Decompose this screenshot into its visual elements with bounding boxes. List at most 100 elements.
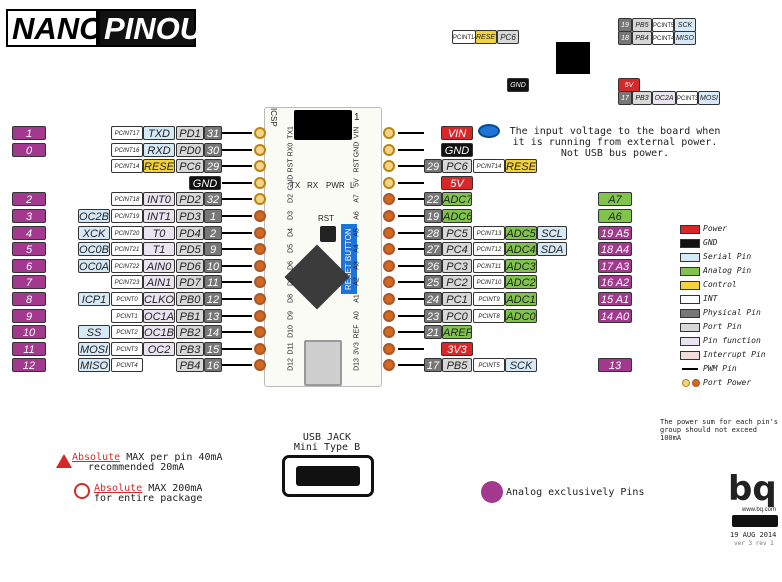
pin-function: OC0A xyxy=(78,258,110,273)
pin-function: MISO xyxy=(78,358,110,373)
physical-pin: 17 xyxy=(424,358,442,373)
legend-label: Power xyxy=(703,224,728,233)
reset-button[interactable] xyxy=(320,226,336,242)
board-pin-left xyxy=(254,259,266,272)
board-pin-left xyxy=(254,226,266,239)
pin-alt-function: T0 xyxy=(143,225,175,240)
icsp-detail xyxy=(556,42,590,74)
pcint-label: PCINT22 xyxy=(111,258,143,273)
brand-logo: bq xyxy=(728,469,777,509)
physical-pin: 14 xyxy=(204,325,222,340)
pcint-label: PCINT12 xyxy=(473,242,505,257)
port-pin: PD7 xyxy=(176,275,204,290)
arduino-pin-number: 9 xyxy=(12,308,46,323)
abs-max-pkg-line2: for entire package xyxy=(94,493,203,504)
title-nano: NANO xyxy=(6,9,103,47)
cc-icon xyxy=(732,515,778,527)
pcint-label: PCINT23 xyxy=(111,275,143,290)
arduino-pin-number: 7 xyxy=(12,275,46,290)
connector-line xyxy=(222,281,252,284)
physical-pin: 24 xyxy=(424,292,442,306)
abs-max-pin-rest: MAX per pin 40mA xyxy=(120,452,223,463)
icsp-pb4-num: 18 xyxy=(618,31,632,45)
pcint-label: PCINT21 xyxy=(111,242,143,257)
arduino-pin-number: 10 xyxy=(12,325,46,340)
port-pin: PD1 xyxy=(176,126,204,140)
pcint-label: PCINT1 xyxy=(111,308,143,323)
port-pin: PC0 xyxy=(442,308,472,323)
arduino-pin-number: 0 xyxy=(12,142,46,157)
icsp-pb3-pcint: PCINT3 xyxy=(676,91,698,105)
board-pin-right xyxy=(383,143,395,156)
icsp-mosi: MOSI xyxy=(698,91,720,105)
legend-label: Port Power xyxy=(703,378,752,387)
legend-swatch xyxy=(680,351,700,360)
connector-line xyxy=(398,331,424,334)
port-pin: PD4 xyxy=(176,225,204,240)
pin-alt-function: TXD xyxy=(143,126,175,140)
pwm-symbol xyxy=(682,368,698,370)
board-pin-left xyxy=(254,127,266,139)
legend-label: Port Pin xyxy=(703,322,742,331)
arduino-pin-number: 4 xyxy=(12,225,46,240)
board-pin-left xyxy=(254,160,266,173)
port-pin: PD6 xyxy=(176,258,204,273)
connector-line xyxy=(222,248,252,251)
pcint-label: PCINT4 xyxy=(111,358,143,373)
port-pin: PB0 xyxy=(176,292,204,306)
connector-line xyxy=(398,298,424,300)
arduino-pin-number: 5 xyxy=(12,242,46,257)
icsp-pcint14: PCINT14 xyxy=(452,30,476,44)
pcint-label: PCINT19 xyxy=(111,209,143,223)
port-pin: AREF xyxy=(442,325,472,340)
pcint-label: PCINT14 xyxy=(111,159,143,174)
connector-line xyxy=(398,165,424,168)
connector-line xyxy=(222,298,252,300)
board-icsp-label: ICSP xyxy=(269,108,278,127)
physical-pin: 29 xyxy=(204,159,222,174)
pin-alt-function: ADC1 xyxy=(505,292,537,306)
port-pin: ADC7 xyxy=(442,192,472,207)
pin-alt-function: T1 xyxy=(143,242,175,257)
pcint-label: PCINT16 xyxy=(111,142,143,157)
pin-alt-function: OC1B xyxy=(143,325,175,340)
connector-line xyxy=(222,132,252,134)
physical-pin: 32 xyxy=(204,192,222,207)
connector-line xyxy=(222,314,252,317)
pin-13-label: 13 xyxy=(598,358,632,373)
power-label: 3V3 xyxy=(441,341,473,356)
board-rx-label: RX xyxy=(307,181,319,190)
pin-alt-function: ADC0 xyxy=(505,308,537,323)
pin-alt-function: CLKO xyxy=(143,292,175,306)
board-pin-left xyxy=(254,143,266,156)
physical-pin: 25 xyxy=(424,275,442,290)
physical-pin: 29 xyxy=(424,159,442,174)
board-pin-left xyxy=(254,176,266,189)
board-tx-label: TX xyxy=(290,181,301,190)
power-label: VIN xyxy=(441,126,473,140)
connector-line xyxy=(222,181,252,184)
physical-pin: 26 xyxy=(424,258,442,273)
physical-pin: 28 xyxy=(424,225,442,240)
pin-alt-function: AIN1 xyxy=(143,275,175,290)
board-pin-right xyxy=(383,226,395,239)
arduino-pin-number: 17 A3 xyxy=(598,258,632,273)
physical-pin: 2 xyxy=(204,225,222,240)
physical-pin: 13 xyxy=(204,308,222,323)
arduino-pin-number: 12 xyxy=(12,358,46,373)
connector-line xyxy=(398,264,424,267)
pcint-label: PCINT3 xyxy=(111,341,143,356)
icsp-pb4: PB4 xyxy=(632,31,652,45)
port-pin: PB3 xyxy=(176,341,204,356)
connector-line xyxy=(398,148,424,151)
power-note: The power sum for each pin's group shoul… xyxy=(660,418,779,442)
physical-pin: 23 xyxy=(424,308,442,323)
board-l-label: L xyxy=(350,181,355,190)
pin-alt-function: OC2 xyxy=(143,341,175,356)
usb-label-1: USB JACK xyxy=(302,432,352,443)
arduino-pin-number: 15 A1 xyxy=(598,292,632,306)
connector-line xyxy=(398,181,424,184)
connector-line xyxy=(398,347,424,350)
pin-alt-function: ADC5 xyxy=(505,225,537,240)
legend-label: Control xyxy=(703,280,737,289)
